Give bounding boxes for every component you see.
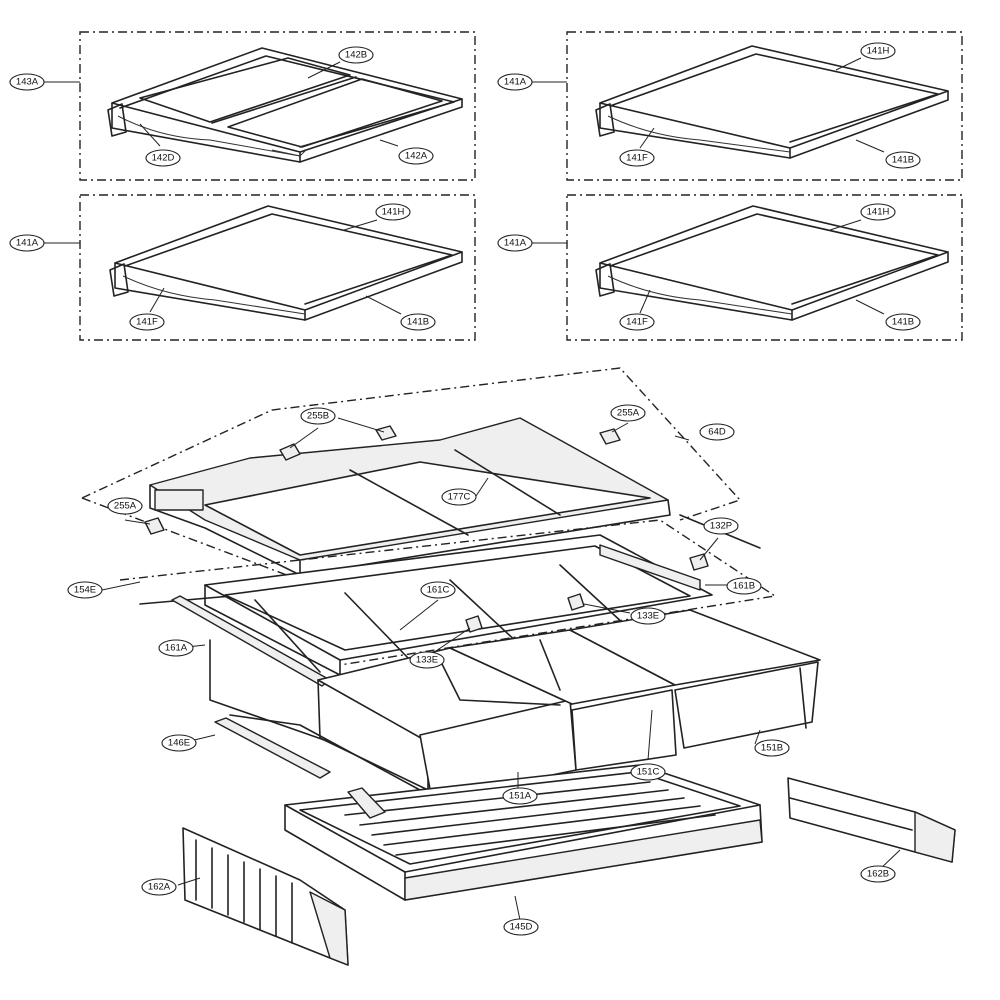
clip-255A-left bbox=[144, 517, 165, 535]
svg-text:177C: 177C bbox=[448, 492, 471, 503]
svg-text:145D: 145D bbox=[510, 922, 533, 933]
callout-141H-top-right: 141H bbox=[860, 42, 896, 60]
callout-162B: 162B bbox=[860, 865, 896, 883]
svg-text:161B: 161B bbox=[733, 581, 755, 592]
callout-141A-mid-left: 141A bbox=[9, 234, 45, 252]
callout-145D: 145D bbox=[503, 918, 539, 936]
svg-text:141B: 141B bbox=[407, 317, 429, 328]
callout-143A: 143A bbox=[9, 73, 45, 91]
panel-shelf-141A-mid-left bbox=[79, 194, 476, 341]
drawer-151A bbox=[317, 647, 577, 801]
callout-133E-left: 133E bbox=[409, 651, 445, 669]
callout-141H-mid-right: 141H bbox=[860, 203, 896, 221]
callout-151C: 151C bbox=[630, 763, 666, 781]
clip-255B-right bbox=[375, 425, 397, 441]
callout-161A: 161A bbox=[158, 639, 194, 657]
callout-154E: 154E bbox=[67, 581, 103, 599]
svg-text:141B: 141B bbox=[892, 317, 914, 328]
svg-text:143A: 143A bbox=[16, 77, 39, 88]
callout-141F-mid-left: 141F bbox=[129, 313, 165, 331]
svg-text:255A: 255A bbox=[617, 408, 640, 419]
clip-255A-top bbox=[599, 428, 621, 445]
callout-255B: 255B bbox=[300, 407, 336, 425]
callout-141F-mid-right: 141F bbox=[619, 313, 655, 331]
svg-text:141B: 141B bbox=[892, 155, 914, 166]
svg-text:154E: 154E bbox=[74, 585, 96, 596]
callout-255A-top: 255A bbox=[610, 404, 646, 422]
callout-132P: 132P bbox=[703, 517, 739, 535]
callout-141A-mid-right: 141A bbox=[497, 234, 533, 252]
callout-141F-top-right: 141F bbox=[619, 149, 655, 167]
svg-text:142D: 142D bbox=[152, 153, 175, 164]
svg-text:151B: 151B bbox=[761, 743, 783, 754]
panel-shelf-141A-top-right bbox=[566, 31, 963, 181]
callout-141A-top-right: 141A bbox=[497, 73, 533, 91]
svg-text:133E: 133E bbox=[416, 655, 438, 666]
svg-text:141F: 141F bbox=[626, 153, 648, 164]
callout-142D: 142D bbox=[145, 149, 181, 167]
slide-rail-146E bbox=[214, 714, 421, 791]
callout-142A: 142A bbox=[398, 147, 434, 165]
frame-assembly-154E bbox=[119, 514, 777, 743]
svg-text:142A: 142A bbox=[405, 151, 428, 162]
shelf-glass-141A-mid-left bbox=[109, 205, 463, 321]
side-rail-161B bbox=[599, 544, 701, 591]
callout-161B: 161B bbox=[726, 577, 762, 595]
svg-text:162A: 162A bbox=[148, 882, 171, 893]
callout-177C: 177C bbox=[441, 488, 477, 506]
callout-255A-left: 255A bbox=[107, 497, 143, 515]
svg-text:141A: 141A bbox=[16, 238, 39, 249]
svg-text:255A: 255A bbox=[114, 501, 137, 512]
svg-text:162B: 162B bbox=[867, 869, 889, 880]
svg-text:161A: 161A bbox=[165, 643, 188, 654]
svg-text:146E: 146E bbox=[168, 738, 190, 749]
svg-text:133E: 133E bbox=[637, 611, 659, 622]
svg-text:141H: 141H bbox=[382, 207, 405, 218]
callout-151A: 151A bbox=[502, 787, 538, 805]
bottom-tray-145D bbox=[284, 764, 763, 901]
callout-64D: 64D bbox=[699, 423, 735, 441]
svg-text:161C: 161C bbox=[427, 585, 450, 596]
crisper-cover-177C bbox=[149, 417, 671, 576]
callout-141B-mid-right: 141B bbox=[885, 313, 921, 331]
callout-133E-right: 133E bbox=[630, 607, 666, 625]
clip-255B-left bbox=[279, 443, 301, 461]
svg-text:255B: 255B bbox=[307, 411, 329, 422]
callout-162A: 162A bbox=[141, 878, 177, 896]
side-panel-162B bbox=[787, 777, 956, 863]
callout-161C: 161C bbox=[420, 581, 456, 599]
callout-141B-mid-left: 141B bbox=[400, 313, 436, 331]
svg-text:141A: 141A bbox=[504, 238, 527, 249]
svg-text:141H: 141H bbox=[867, 46, 890, 57]
side-panel-162A bbox=[182, 827, 349, 966]
svg-text:141F: 141F bbox=[136, 317, 158, 328]
callout-141H-mid-left: 141H bbox=[375, 203, 411, 221]
shelf-glass-141A-mid-right bbox=[595, 205, 949, 321]
panel-shelf-143A bbox=[79, 31, 476, 181]
panel-shelf-141A-mid-right bbox=[566, 194, 963, 341]
drawer-151C bbox=[449, 629, 677, 771]
bracket-133E-right bbox=[567, 593, 585, 611]
svg-text:141A: 141A bbox=[504, 77, 527, 88]
svg-text:132P: 132P bbox=[710, 521, 732, 532]
callout-142B: 142B bbox=[338, 46, 374, 64]
shelf-glass-141A-top-right bbox=[595, 45, 949, 159]
svg-text:151C: 151C bbox=[637, 767, 660, 778]
drawer-151B bbox=[569, 609, 821, 749]
callout-151B: 151B bbox=[754, 739, 790, 757]
svg-text:141F: 141F bbox=[626, 317, 648, 328]
callout-146E: 146E bbox=[161, 734, 197, 752]
svg-text:64D: 64D bbox=[708, 427, 726, 438]
callout-141B-top-right: 141B bbox=[885, 151, 921, 169]
svg-text:141H: 141H bbox=[867, 207, 890, 218]
divider-frame-161C bbox=[204, 534, 713, 676]
svg-text:151A: 151A bbox=[509, 791, 532, 802]
shelf-split-glass-143A bbox=[107, 47, 463, 163]
bracket-132P bbox=[689, 553, 709, 571]
svg-text:142B: 142B bbox=[345, 50, 367, 61]
